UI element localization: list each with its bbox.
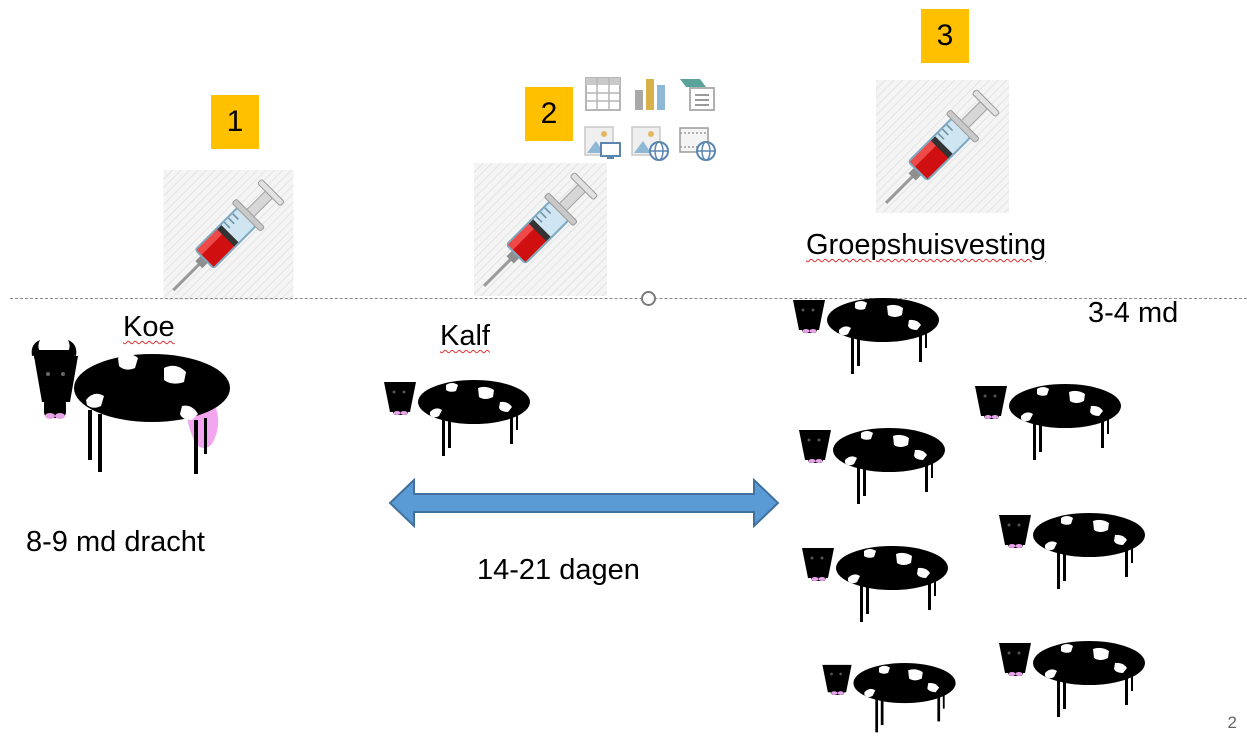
- calf-label: Kalf: [440, 320, 490, 352]
- insert-smartart-icon[interactable]: [678, 75, 716, 113]
- age-label: 3-4 md: [1088, 297, 1179, 329]
- step-badge-2: 2: [525, 87, 573, 141]
- group-housing-label: Groepshuisvesting: [806, 229, 1047, 261]
- step-badge-3: 3: [921, 9, 969, 63]
- insert-picture-icon[interactable]: [584, 123, 622, 161]
- calf-icon: [814, 663, 964, 736]
- insert-chart-icon[interactable]: [631, 75, 669, 113]
- interval-label: 14-21 dagen: [477, 554, 640, 586]
- calf-icon: [997, 513, 1147, 593]
- calf-icon: [800, 546, 950, 626]
- cow-label: Koe: [123, 311, 175, 343]
- insert-online-picture-icon[interactable]: [631, 123, 669, 161]
- insert-table-icon[interactable]: [584, 75, 622, 113]
- syringe-icon: [163, 170, 294, 300]
- insert-video-icon[interactable]: [678, 123, 716, 161]
- syringe-icon: [474, 163, 607, 296]
- step-badge-1: 1: [211, 95, 259, 149]
- calf-icon: [797, 428, 947, 508]
- syringe-icon: [876, 80, 1009, 213]
- calf-icon: [997, 641, 1147, 721]
- selection-border: [10, 298, 1247, 299]
- calf-icon: [382, 380, 532, 460]
- double-arrow: [388, 478, 780, 528]
- calf-icon: [973, 384, 1123, 464]
- cow-icon: [31, 340, 230, 474]
- rotation-handle[interactable]: [641, 291, 656, 306]
- calf-icon: [791, 298, 941, 378]
- page-number: 2: [1227, 713, 1237, 732]
- gestation-label: 8-9 md dracht: [26, 526, 205, 558]
